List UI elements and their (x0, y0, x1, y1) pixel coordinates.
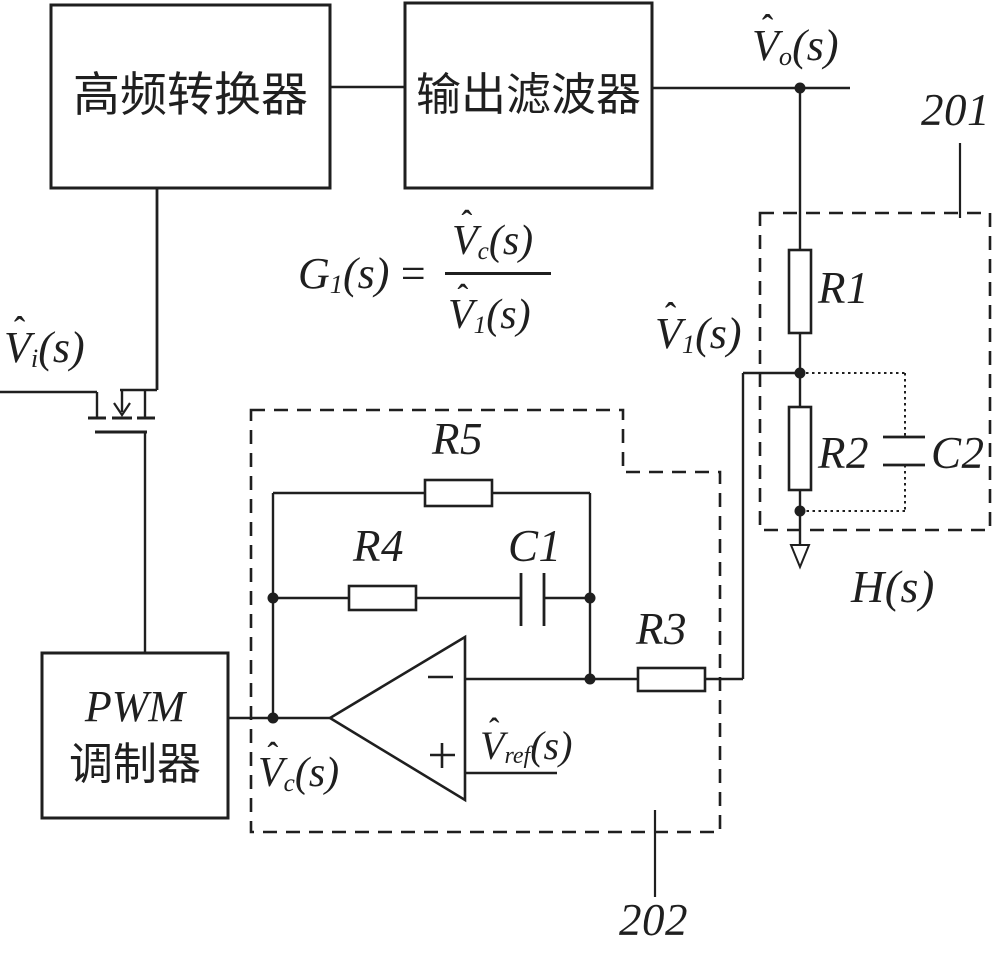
callout-202-label: 202 (619, 895, 688, 945)
divider-dashed-box (758, 211, 992, 532)
node-right-c1 (584, 592, 596, 604)
resistor-r3 (636, 666, 707, 693)
opamp-triangle (327, 634, 467, 803)
node-r2-bottom (794, 505, 806, 517)
node-output (267, 712, 279, 724)
resistor-r1 (787, 248, 813, 335)
resistor-r2 (787, 405, 813, 492)
r2-label: R2 (818, 428, 869, 478)
hf-converter-box (49, 3, 332, 190)
output-filter-label: 输出滤波器 (415, 70, 641, 121)
formula-fraction-bar (445, 272, 551, 275)
callout-201-label: 201 (921, 85, 990, 135)
junction-dots (267, 82, 806, 724)
hf-converter-label: 高频转换器 (73, 69, 308, 122)
mosfet-arrow-icon (113, 402, 131, 417)
node-vo (794, 82, 806, 94)
pwm-label-line2: 调制器 (69, 739, 201, 789)
compensator-dashed-box (249, 408, 722, 834)
c2-label: C2 (931, 428, 985, 478)
output-filter-box (403, 1, 654, 190)
r5-label: R5 (432, 414, 483, 464)
pwm-modulator-label: PWM 调制器 (42, 653, 228, 818)
c1-label: C1 (508, 521, 562, 571)
r1-label: R1 (818, 263, 869, 313)
pwm-modulator-box (40, 651, 230, 820)
formula-equals: = (398, 249, 429, 298)
r2c2-dotted-box (800, 372, 906, 512)
pwm-label-line1: PWM (84, 682, 186, 732)
r3-label: R3 (636, 604, 687, 654)
ground-arrow-icon (789, 544, 811, 570)
hs-label: H(s) (851, 561, 935, 612)
resistor-r4 (347, 584, 418, 612)
resistor-r5 (423, 478, 494, 508)
r4-label: R4 (353, 521, 404, 571)
node-left-r4 (267, 592, 279, 604)
node-v1 (794, 367, 806, 379)
formula-g1: G1(s) (298, 249, 390, 299)
node-minus-input (584, 673, 596, 685)
